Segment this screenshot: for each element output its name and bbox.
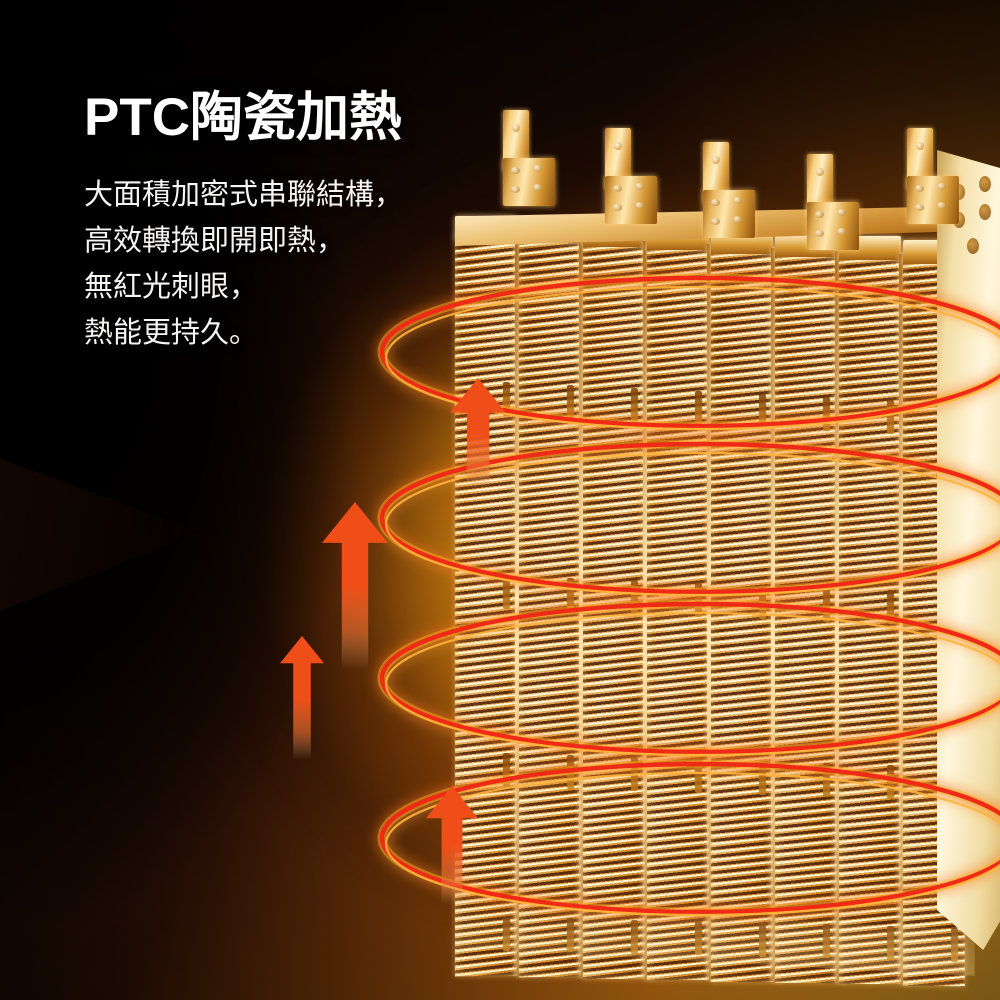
fin-notch (887, 765, 894, 800)
feature-description-line-4: 熱能更持久。 (84, 317, 259, 349)
fin-notch (503, 575, 510, 610)
fin-notch (695, 391, 702, 426)
terminal-bracket (907, 176, 959, 224)
fin-notch (823, 587, 830, 622)
feature-description-line-3: 無紅光刺眼， (84, 271, 259, 303)
airflow-arrow-small (280, 636, 324, 760)
fin-notch (567, 577, 574, 612)
fin-notch (631, 757, 638, 792)
heater-end-plate (937, 150, 1000, 950)
feature-description-line-1: 大面積加密式串聯結構， (84, 179, 404, 211)
terminal-bracket (605, 176, 657, 224)
fin-notch (503, 916, 510, 951)
fin-notch (695, 759, 702, 794)
end-plate-hole (979, 176, 991, 192)
fin-notch (823, 397, 830, 432)
fin-notch (503, 753, 510, 788)
fin-notch (887, 590, 894, 625)
fin-notch (631, 919, 638, 954)
terminal-bracket (503, 158, 555, 206)
fin-notch (887, 926, 894, 960)
airflow-arrow-top (450, 378, 506, 490)
fin-notch (951, 927, 958, 962)
fin-notch (567, 385, 574, 420)
arrow-shape (280, 636, 324, 760)
fin-notch (631, 388, 638, 423)
arrow-shape (426, 786, 478, 904)
fin-notch (759, 922, 766, 957)
terminal-bracket (807, 202, 859, 250)
fin-notch (695, 921, 702, 956)
fin-notch (695, 582, 702, 617)
terminal-bracket (703, 190, 755, 238)
arrow-shape (450, 378, 506, 490)
fin-notch (631, 580, 638, 615)
fin-notch (887, 400, 894, 435)
airflow-arrow-bottom (426, 786, 478, 904)
fin-notch (759, 585, 766, 620)
fin-notch (823, 924, 830, 959)
arrow-shape (322, 502, 388, 670)
ptc-heater-element (335, 70, 1000, 1000)
fin-column-group (455, 216, 965, 990)
fin-notch (759, 394, 766, 429)
feature-title: PTC陶瓷加熱 (84, 88, 402, 147)
feature-description-line-2: 高效轉換即開即熱， (84, 225, 346, 257)
end-plate-hole (967, 238, 979, 254)
fin-notch (823, 763, 830, 798)
feature-description: 大面積加密式串聯結構， 高效轉換即開即熱， 無紅光刺眼， 熱能更持久。 (84, 172, 504, 356)
fin-notch (759, 761, 766, 796)
fin-notch (567, 918, 574, 953)
airflow-arrow-large (322, 502, 388, 670)
marketing-text-block: PTC陶瓷加熱 大面積加密式串聯結構， 高效轉換即開即熱， 無紅光刺眼， 熱能更持久。 (84, 88, 504, 356)
end-plate-hole (979, 204, 991, 220)
fin-notch (567, 755, 574, 790)
